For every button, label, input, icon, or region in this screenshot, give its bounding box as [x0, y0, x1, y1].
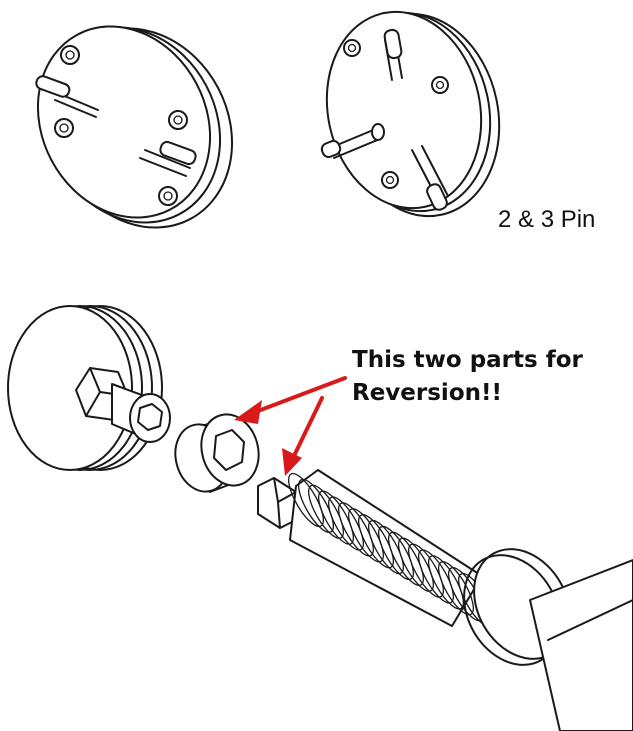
thread-ring — [398, 537, 434, 592]
reversion-note: This two parts for Reversion!! — [352, 344, 583, 410]
thread-ring — [438, 561, 474, 616]
thread-ring — [358, 514, 394, 569]
hex-adapter-disc — [7, 305, 171, 471]
thread-ring — [348, 508, 384, 563]
thread-ring — [298, 478, 334, 533]
reversion-note-line-2: Reversion!! — [352, 380, 502, 406]
reversion-note-line-1: This two parts for — [352, 347, 583, 373]
thread-ring — [428, 555, 464, 610]
thread-ring — [308, 484, 344, 539]
hex-socket-sleeve — [174, 413, 260, 493]
thread-ring — [388, 531, 424, 586]
thread-ring — [318, 490, 354, 545]
thread-ring — [328, 496, 364, 551]
thread-ring — [368, 519, 404, 575]
pin-count-label: 2 & 3 Pin — [498, 206, 596, 233]
three-pin-plate — [320, 10, 501, 218]
thread-ring — [408, 543, 444, 598]
thread-ring — [418, 549, 454, 604]
thread-ring — [378, 525, 414, 581]
thread-ring — [338, 502, 374, 557]
red-arrows — [234, 376, 347, 476]
threaded-spindle — [257, 469, 633, 731]
thread-ring — [288, 472, 324, 528]
two-pin-plate — [35, 25, 234, 229]
